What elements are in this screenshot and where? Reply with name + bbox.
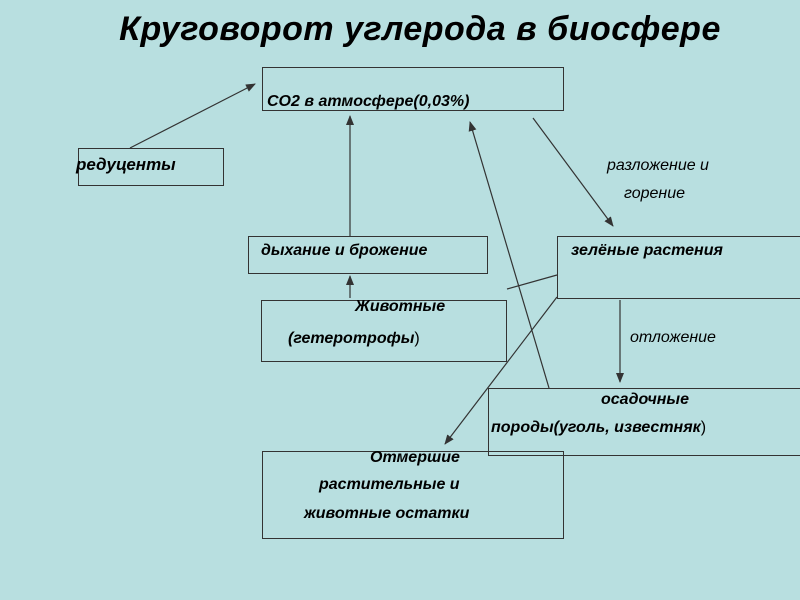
deposition-label: отложение	[630, 329, 716, 346]
co2-box	[262, 67, 564, 111]
animals-label-1: Животные	[355, 298, 446, 315]
sediment-label-2-text: породы(уголь, известняк	[491, 419, 701, 436]
arrow-sediment-to-co2	[468, 121, 550, 389]
sediment-label-2: породы(уголь, известняк)	[491, 419, 706, 437]
reducers-label: редуценты	[76, 155, 176, 174]
animals-label-2-paren: )	[414, 330, 420, 347]
animals-label-2-text: (гетеротрофы	[288, 330, 415, 347]
sediment-label-1: осадочные	[601, 391, 689, 408]
arrow-co2-to-plants	[532, 117, 614, 227]
co2-label: CO2 в атмосфере(0,03%)	[267, 93, 470, 110]
sediment-box	[488, 388, 800, 456]
arrow-plants-to-dead	[444, 296, 558, 445]
dead-remains-label-3: животные остатки	[304, 505, 470, 522]
respiration-label: дыхание и брожение	[261, 242, 428, 259]
arrow-reducers-to-co2	[129, 83, 256, 149]
respiration-box	[248, 236, 488, 274]
dead-remains-label-1: Отмершие	[370, 449, 460, 466]
animals-label-2: (гетеротрофы)	[288, 330, 420, 348]
dead-remains-label-2: растительные и	[319, 476, 460, 493]
animals-box	[261, 300, 507, 362]
decay-label-2: горение	[624, 185, 686, 202]
green-plants-box	[557, 236, 800, 299]
decay-label-1: разложение и	[607, 157, 709, 174]
sediment-label-2-paren: )	[700, 419, 707, 436]
reducers-box	[78, 148, 224, 186]
dead-remains-box	[262, 451, 564, 539]
arrow-plants-to-animals	[506, 274, 558, 290]
page-title: Круговорот углерода в биосфере	[119, 10, 721, 48]
green-plants-label: зелёные растения	[571, 242, 723, 259]
